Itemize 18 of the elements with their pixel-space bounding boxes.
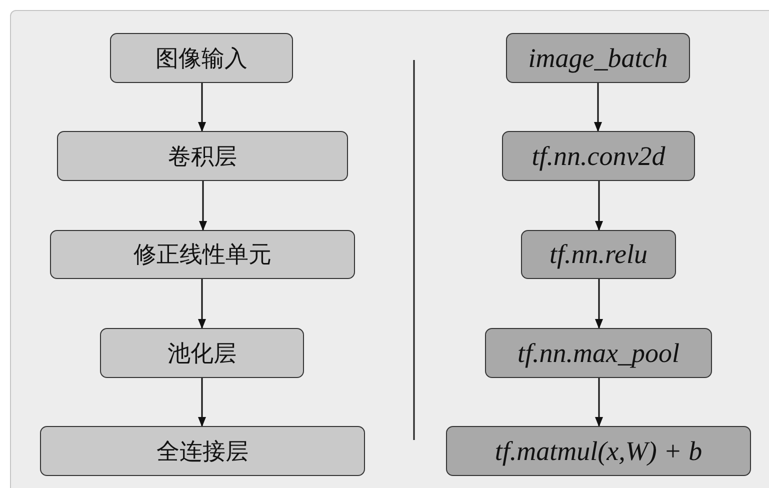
process-box: 全连接层 <box>40 426 365 476</box>
arrow <box>198 279 206 329</box>
arrow <box>595 181 603 231</box>
process-box: 修正线性单元 <box>50 230 355 279</box>
arrow <box>198 378 206 427</box>
arrow <box>594 83 602 132</box>
arrow <box>595 279 603 329</box>
function-box: tf.nn.max_pool <box>485 328 712 378</box>
process-box: 卷积层 <box>57 131 348 181</box>
process-box: 池化层 <box>100 328 304 378</box>
arrow <box>199 181 207 231</box>
arrow <box>198 83 206 132</box>
function-box: tf.nn.conv2d <box>502 131 695 181</box>
function-box: tf.nn.relu <box>521 230 676 279</box>
arrow <box>595 378 603 427</box>
function-box: tf.matmul(x,W) + b <box>446 426 751 476</box>
function-box: image_batch <box>506 33 690 83</box>
process-box: 图像输入 <box>110 33 293 83</box>
